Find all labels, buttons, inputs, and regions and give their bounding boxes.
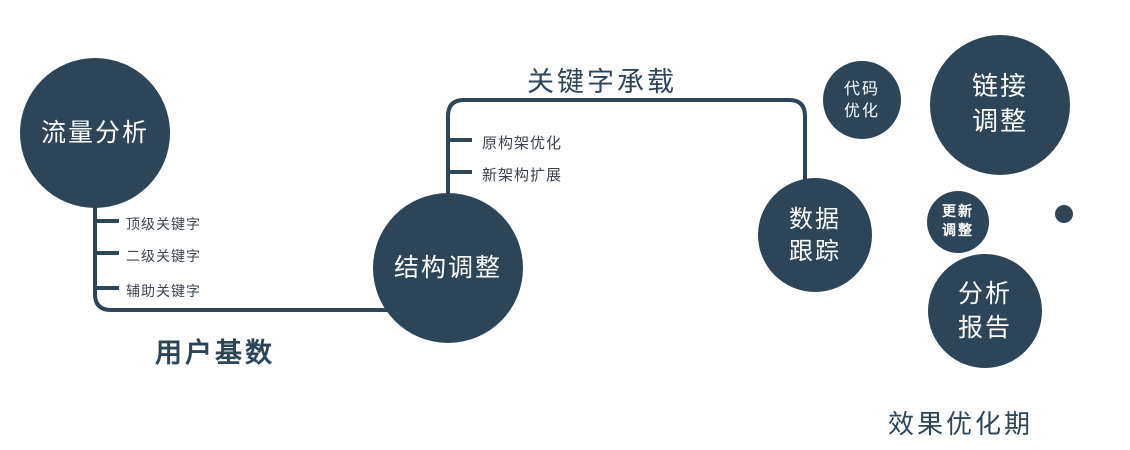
node-link-adjustment: 链接 调整 [930,35,1070,175]
node-analysis-report-label: 分析 报告 [957,279,1012,342]
connector-traffic-to-structure [93,200,392,312]
node-structure-adjustment: 结构调整 [373,193,523,343]
tick-label-second-keyword: 二级关键字 [126,249,201,265]
tick-label-aux-keyword: 辅助关键字 [126,284,201,300]
node-data-tracking: 数据 跟踪 [758,178,872,292]
connector-structure-to-tracking [446,98,807,200]
node-update-adjustment-label: 更新 调整 [942,204,974,239]
edge-label-effect-period: 效果优化期 [888,410,1034,440]
small-dot-bullet [1055,205,1073,223]
node-update-adjustment: 更新 调整 [927,191,989,253]
node-traffic-analysis-label: 流量分析 [40,118,149,148]
node-structure-adjustment-label: 结构调整 [393,253,502,283]
edge-label-user-base: 用户基数 [155,338,275,369]
node-link-adjustment-label: 链接 调整 [971,71,1028,137]
node-code-optimization: 代码 优化 [823,61,901,139]
tick-label-top-keyword: 顶级关键字 [126,217,201,233]
node-analysis-report: 分析 报告 [928,254,1042,368]
node-code-optimization-label: 代码 优化 [843,79,880,120]
tick-label-arch-optimize: 原构架优化 [482,134,563,152]
node-traffic-analysis: 流量分析 [20,58,170,208]
tick-label-arch-expand: 新架构扩展 [482,166,563,184]
node-data-tracking-label: 数据 跟踪 [789,204,841,265]
edge-label-keyword-carry: 关键字承载 [527,67,677,98]
